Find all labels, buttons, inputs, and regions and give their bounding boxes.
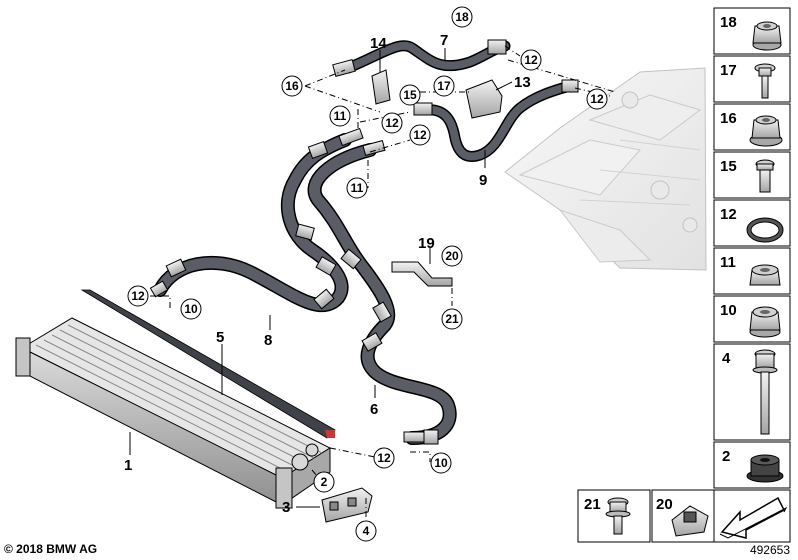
callout-3: 3	[282, 499, 290, 516]
bracket-part-3	[321, 487, 373, 523]
flange-nut-icon	[752, 21, 782, 51]
legend-10: 10	[720, 302, 737, 319]
hex-nut-icon	[749, 264, 781, 286]
hose-part-7	[332, 39, 511, 77]
circled-11-a: 11	[334, 109, 347, 123]
oil-cooler-part-1	[15, 317, 332, 509]
circled-12-e: 12	[131, 289, 145, 303]
circled-15: 15	[403, 88, 417, 102]
hardware-legend: 18 17 16 15 12 11 10 4 2 21 20	[577, 7, 791, 543]
legend-2: 2	[722, 448, 730, 465]
circled-12-a: 12	[524, 53, 538, 67]
callout-14: 14	[370, 35, 387, 52]
circled-12-d: 12	[413, 128, 427, 142]
circled-2: 2	[321, 475, 328, 489]
legend-21: 21	[584, 496, 601, 513]
circled-callout-labels: 18 16 17 15 12 12 12 12 12 12 11 11 10 1…	[131, 10, 604, 538]
legend-4: 4	[722, 350, 731, 367]
legend-11: 11	[720, 254, 736, 271]
long-bolt-icon	[752, 349, 778, 435]
hex-flange-nut-icon	[749, 306, 781, 338]
circled-11-b: 11	[351, 181, 364, 195]
circled-21: 21	[445, 312, 459, 326]
hose-part-9	[413, 79, 579, 162]
circled-10-b: 10	[434, 456, 448, 470]
engine-block-illustration	[504, 67, 707, 271]
callout-13: 13	[514, 74, 531, 91]
callout-8: 8	[264, 332, 272, 349]
circled-12-c: 12	[385, 116, 399, 130]
callout-5: 5	[216, 329, 224, 346]
copyright-text: © 2018 BMW AG	[4, 542, 98, 556]
legend-18: 18	[720, 14, 737, 31]
short-bolt-icon	[755, 159, 775, 193]
callout-7: 7	[440, 32, 448, 49]
circled-callouts	[127, 6, 608, 542]
circled-12-f: 12	[377, 451, 391, 465]
circled-18: 18	[455, 10, 469, 24]
hose-part-6	[307, 139, 457, 445]
diagram-number: 492653	[749, 543, 790, 557]
circled-17: 17	[437, 79, 451, 93]
circled-12-b: 12	[590, 92, 604, 106]
circled-4: 4	[363, 524, 370, 538]
circled-10-a: 10	[184, 302, 198, 316]
callout-6: 6	[370, 401, 378, 418]
hose-part-8	[149, 127, 364, 313]
callout-lines	[129, 48, 513, 508]
callout-9: 9	[479, 172, 487, 189]
legend-20: 20	[656, 496, 673, 513]
legend-17: 17	[720, 62, 737, 79]
flange-bolt-icon	[605, 497, 631, 535]
seal-strip-part-5	[80, 289, 336, 439]
bracket-part-13	[465, 79, 503, 119]
o-ring-icon	[746, 217, 784, 243]
circled-16: 16	[285, 79, 299, 93]
callout-19: 19	[418, 235, 435, 252]
legend-15: 15	[720, 158, 737, 175]
callout-numbers: 7 14 13 9 19 8 5 6 1 3	[124, 32, 531, 516]
direction-arrow-icon	[719, 496, 788, 539]
callout-1: 1	[124, 457, 132, 474]
bolt-icon	[754, 63, 776, 99]
legend-12: 12	[720, 206, 737, 223]
bracket-part-14	[371, 69, 391, 105]
bracket-part-19	[391, 261, 453, 287]
legend-16: 16	[720, 110, 737, 127]
rubber-mount-icon	[746, 454, 784, 483]
clip-nut-icon	[671, 505, 709, 537]
collar-nut-icon	[749, 115, 783, 147]
circled-20: 20	[445, 249, 459, 263]
